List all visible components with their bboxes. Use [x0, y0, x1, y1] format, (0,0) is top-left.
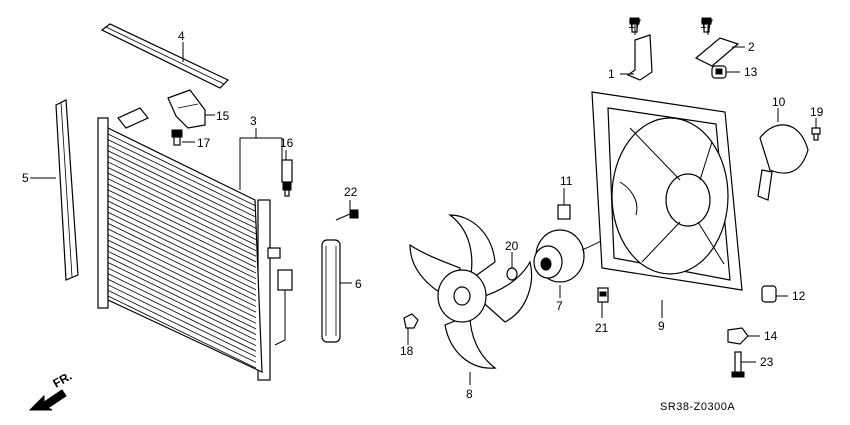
connector-11 — [557, 204, 571, 220]
condenser-pipe — [274, 290, 286, 346]
condenser-fin — [107, 178, 257, 252]
grommet-12 — [761, 285, 777, 303]
callout-3: 3 — [250, 114, 257, 128]
condenser-fin — [107, 167, 257, 240]
bracket-1 — [626, 34, 653, 81]
condenser-fin — [107, 133, 257, 207]
condenser-fin — [107, 290, 257, 363]
bolt-17-top-right — [701, 17, 712, 33]
bolt-22 — [335, 209, 359, 221]
condenser-top-bracket — [117, 107, 149, 129]
condenser — [97, 107, 293, 381]
callout-21: 21 — [595, 321, 609, 335]
fan-motor — [533, 209, 636, 283]
callout-23: 23 — [760, 355, 774, 369]
callout-8: 8 — [466, 387, 473, 401]
seal-6 — [321, 239, 341, 343]
front-arrow-icon — [28, 389, 67, 411]
seal-left-5 — [55, 99, 79, 281]
callout-19: 19 — [810, 105, 824, 119]
callout-15: 15 — [216, 109, 230, 123]
grommet-13 — [711, 65, 727, 79]
condenser-fin — [107, 228, 257, 302]
condenser-fin — [107, 262, 257, 335]
condenser-fin — [107, 155, 257, 229]
condenser-fin — [107, 206, 257, 279]
condenser-fin — [107, 284, 257, 358]
callout-5: 5 — [22, 171, 29, 185]
condenser-fin — [107, 239, 257, 313]
callout-1: 1 — [608, 67, 615, 81]
condenser-fin — [107, 144, 257, 218]
condenser-fin — [107, 278, 257, 352]
diagram-code: SR38-Z0300A — [660, 401, 735, 413]
callout-14: 14 — [764, 329, 778, 343]
condenser-fin — [107, 295, 257, 369]
bracket-15 — [167, 89, 206, 129]
bolt-23 — [731, 351, 745, 378]
callout-10: 10 — [772, 95, 786, 109]
condenser-fin — [107, 245, 257, 319]
condenser-fin — [107, 161, 257, 235]
callout-7: 7 — [556, 299, 563, 313]
callout-11: 11 — [560, 174, 573, 188]
callout-6: 6 — [355, 277, 362, 291]
pressure-switch-16 — [281, 159, 293, 197]
bolt-17-left — [171, 129, 183, 146]
callout-18: 18 — [400, 344, 414, 358]
condenser-fin — [107, 223, 257, 296]
condenser-left-tank — [97, 117, 109, 309]
direction-label: FR. — [51, 369, 75, 391]
condenser-fin — [107, 189, 257, 263]
callout-12: 12 — [792, 289, 806, 303]
callout-9: 9 — [658, 319, 665, 333]
bolt-19 — [811, 127, 821, 141]
callout-labels: 4 5 3 15 17 16 22 6 18 8 20 11 7 21 17 1… — [22, 17, 824, 401]
condenser-fin — [107, 234, 257, 307]
condenser-fin — [107, 273, 257, 347]
callout-17-left: 17 — [197, 136, 211, 150]
callout-17-top-left: 17 — [628, 17, 642, 31]
condenser-side-bracket — [267, 247, 281, 259]
condenser-fins — [107, 133, 257, 369]
condenser-fin — [107, 139, 257, 212]
callout-4: 4 — [178, 29, 185, 43]
fan-shroud — [591, 91, 743, 291]
nut-14 — [727, 327, 749, 345]
condenser-fin — [107, 267, 257, 341]
condenser-fin — [107, 211, 257, 285]
callout-20: 20 — [505, 239, 519, 253]
condenser-fin — [107, 195, 257, 268]
front-direction-indicator: FR. — [28, 369, 75, 411]
callout-22: 22 — [344, 185, 358, 199]
nut-18 — [403, 313, 419, 329]
condenser-fin — [107, 217, 257, 291]
callout-17-top-right: 17 — [700, 17, 714, 31]
condenser-fin — [107, 200, 257, 274]
condenser-fin — [107, 150, 257, 224]
fan-blade — [409, 214, 533, 369]
seal-top-4 — [100, 23, 230, 89]
callout-13: 13 — [744, 65, 758, 79]
washer-20 — [506, 267, 518, 281]
clip-21 — [597, 287, 609, 303]
cover-10 — [757, 124, 809, 201]
condenser-fin — [107, 250, 257, 324]
callout-16: 16 — [280, 136, 294, 150]
callout-2: 2 — [748, 40, 755, 54]
condenser-fin — [107, 172, 257, 246]
bracket-2 — [694, 37, 740, 67]
condenser-pipe-fitting — [277, 269, 293, 291]
callout-lines — [30, 25, 817, 385]
condenser-fin — [107, 183, 257, 257]
condenser-fin — [107, 256, 257, 330]
